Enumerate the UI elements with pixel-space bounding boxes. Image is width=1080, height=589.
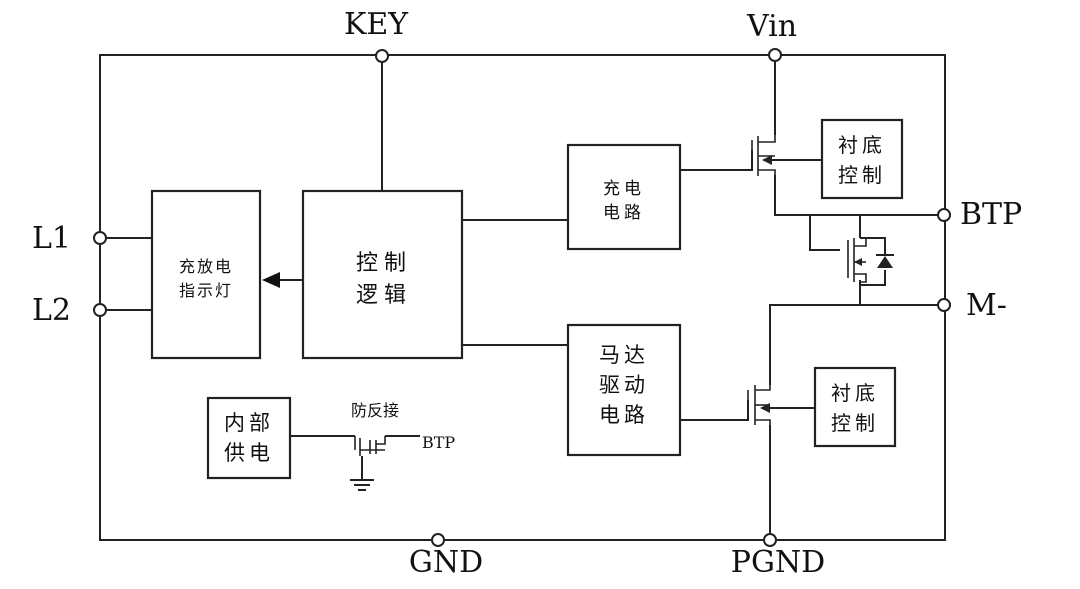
substrate-top-line1: 衬底: [838, 133, 886, 157]
substrate-control-bottom-block: [813, 366, 897, 448]
motor-label-line3: 电路: [599, 403, 649, 427]
reverse-protect-mosfet-icon: [354, 436, 386, 456]
charge-circuit-block: [566, 143, 682, 251]
motor-drive-block: [566, 323, 682, 457]
gnd-label: GND: [409, 545, 483, 580]
internal-supply-block: [206, 396, 292, 480]
gnd-pin: [431, 533, 445, 547]
l1-label: L1: [32, 221, 71, 256]
charge-label-line2: 电路: [603, 203, 645, 223]
logic-label-line1: 控制: [356, 251, 412, 276]
vin-pin: [768, 48, 782, 62]
btp-small-label: BTP: [422, 433, 455, 452]
logic-block: [301, 189, 464, 360]
key-label: KEY: [344, 7, 409, 42]
pgnd-label: PGND: [731, 545, 825, 580]
chip-boundary: [99, 54, 946, 541]
vin-label: Vin: [746, 9, 797, 44]
reverse-protect-label: 防反接: [351, 401, 399, 420]
internal-supply-line2: 供电: [224, 441, 274, 465]
substrate-control-top-block: [820, 118, 904, 200]
m-minus-pin: [937, 298, 951, 312]
indicator-block: [150, 189, 262, 360]
mosfet-top-icon: [751, 135, 776, 176]
mosfet-bottom-icon: [747, 385, 771, 425]
btp-label: BTP: [960, 197, 1022, 232]
indicator-label-line1: 充放电: [179, 257, 233, 276]
substrate-bottom-line1: 衬底: [831, 381, 879, 405]
l2-label: L2: [32, 293, 71, 328]
motor-label-line2: 驱动: [599, 373, 649, 397]
wires: [106, 61, 938, 533]
key-pin: [375, 49, 389, 63]
l2-pin: [93, 303, 107, 317]
l1-pin: [93, 231, 107, 245]
pgnd-pin: [763, 533, 777, 547]
substrate-bottom-line2: 控制: [831, 411, 879, 435]
charge-label-line1: 充电: [603, 179, 645, 199]
indicator-label-line2: 指示灯: [179, 281, 233, 300]
logic-label-line2: 逻辑: [356, 283, 412, 308]
substrate-top-line2: 控制: [838, 163, 886, 187]
m-minus-label: M-: [966, 288, 1007, 323]
internal-supply-line1: 内部: [224, 411, 274, 435]
btp-pin: [937, 208, 951, 222]
motor-label-line1: 马达: [599, 343, 649, 367]
